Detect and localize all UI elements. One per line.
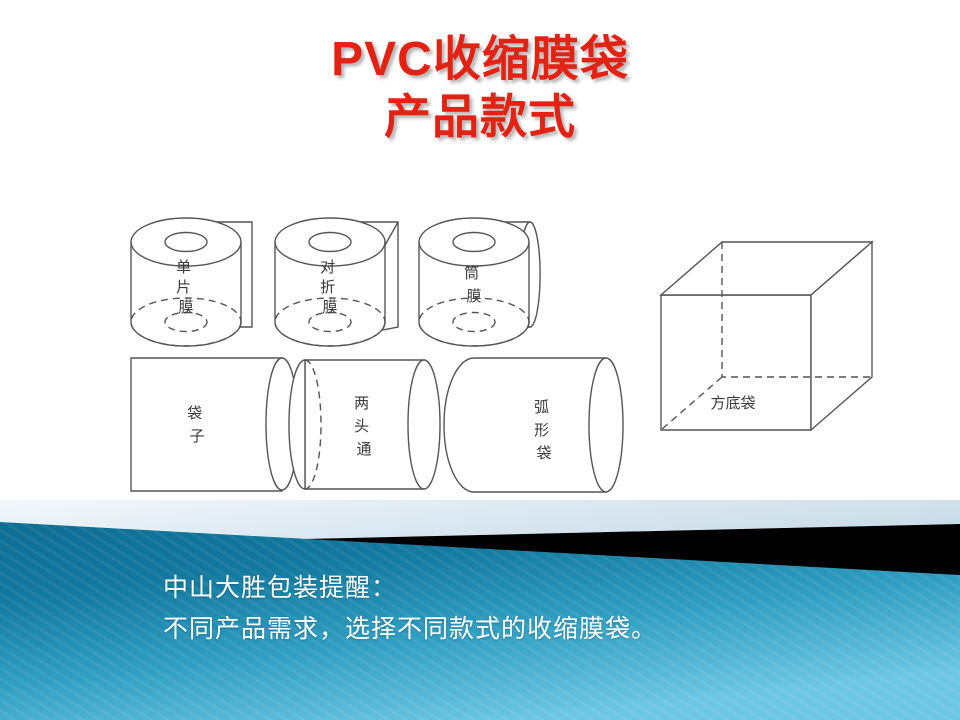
shape-square-bottom-bag: 方底袋 [659, 240, 874, 432]
shape-label-arc-shaped-bag: 弧 形 袋 [534, 398, 554, 462]
shape-both-ends-open: 两 头 通 [288, 359, 441, 490]
banner-teal-texture [0, 522, 960, 720]
shape-label-tube-film-roll: 筒 膜 [464, 264, 484, 305]
shape-label-both-ends-open: 两 头 通 [354, 394, 374, 458]
shape-label-bag: 袋 子 [187, 404, 207, 445]
shape-label-single-layer-film-roll: 单 片 膜 [176, 258, 196, 316]
pvc-shrink-film-styles-diagram: .ln { fill:none; stroke:#555; stroke-wid… [0, 180, 960, 520]
title-line-2: 产品款式 [384, 89, 576, 143]
shape-label-square-bottom-bag: 方底袋 [710, 394, 755, 412]
title-line-1: PVC收缩膜袋 [331, 33, 629, 86]
banner-line-2: 不同产品需求，选择不同款式的收缩膜袋。 [163, 614, 658, 643]
shape-arc-shaped-bag: 弧 形 袋 [443, 357, 624, 493]
banner-message: 中山大胜包装提醒： 不同产品需求，选择不同款式的收缩膜袋。 [163, 568, 657, 649]
shape-tube-film-roll: 筒 膜 [418, 217, 541, 347]
bottom-banner: 中山大胜包装提醒： 不同产品需求，选择不同款式的收缩膜袋。 [0, 500, 960, 720]
banner-line-1: 中山大胜包装提醒： [163, 574, 398, 602]
page-title: PVC收缩膜袋 产品款式 [0, 34, 960, 143]
shape-single-layer-film-roll: 单 片 膜 [130, 217, 253, 347]
shape-folded-film-roll: 对 折 膜 [274, 217, 399, 347]
banner-pale-wedge [0, 500, 960, 546]
shape-label-folded-film-roll: 对 折 膜 [320, 258, 340, 316]
shape-bag: 袋 子 [130, 357, 299, 492]
